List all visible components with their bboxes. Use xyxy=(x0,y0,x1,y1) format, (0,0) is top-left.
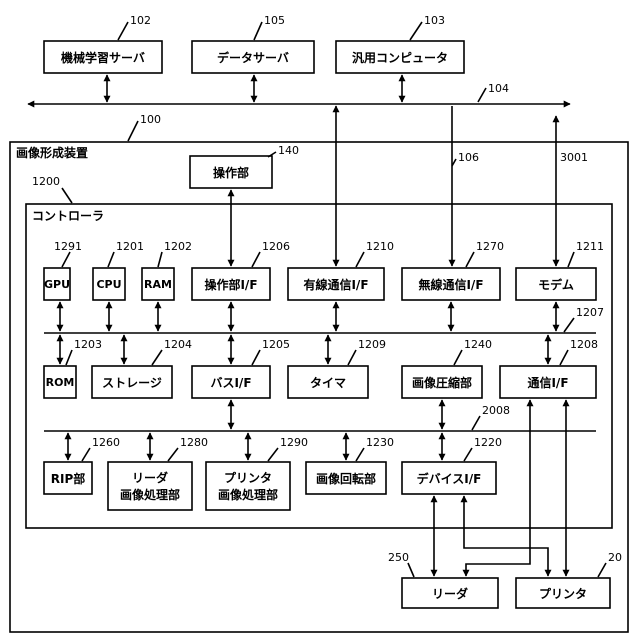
op-if-leader xyxy=(252,252,260,267)
timer-label: タイマ xyxy=(310,376,346,390)
wireless-if-label: 無線通信I/F xyxy=(418,277,483,292)
wired-if-leader xyxy=(356,252,364,267)
device-leader xyxy=(128,121,138,141)
modem-label: モデム xyxy=(538,277,574,292)
gpu-ref: 1291 xyxy=(54,240,82,253)
device-title: 画像形成装置 xyxy=(16,145,88,160)
printer-proc-leader xyxy=(268,448,278,461)
printer-label: プリンタ xyxy=(539,586,587,601)
wired-if-label: 有線通信I/F xyxy=(303,277,368,292)
reader-leader xyxy=(408,563,414,577)
rotate-leader xyxy=(356,448,364,461)
reader-proc-ref: 1280 xyxy=(180,436,208,449)
bus-if-leader xyxy=(252,350,260,365)
reader-proc-leader xyxy=(168,448,178,461)
general-computer-leader xyxy=(410,22,422,40)
data-server-label: データサーバ xyxy=(217,50,289,65)
ml-server-label: 機械学習サーバ xyxy=(61,50,145,65)
device-if-leader xyxy=(464,448,472,461)
comm-if-label: 通信I/F xyxy=(527,375,568,390)
ml-server-leader xyxy=(118,22,128,40)
cpu-leader xyxy=(108,252,114,267)
ram-ref: 1202 xyxy=(164,240,192,253)
modem-line-ref: 3001 xyxy=(560,151,588,164)
modem-ref: 1211 xyxy=(576,240,604,253)
comm-if-ref: 1208 xyxy=(570,338,598,351)
op-if-label: 操作部I/F xyxy=(204,277,257,292)
timer-leader xyxy=(348,350,356,365)
wired-if-ref: 1210 xyxy=(366,240,394,253)
image-bus-leader xyxy=(472,416,480,430)
reader-ref: 250 xyxy=(388,551,409,564)
reader-label: リーダ xyxy=(432,586,468,601)
network-ref: 104 xyxy=(488,82,509,95)
ram-leader xyxy=(158,252,162,267)
rip-ref: 1260 xyxy=(92,436,120,449)
rip-label: RIP部 xyxy=(51,471,86,486)
bus-if-label: バスI/F xyxy=(210,376,251,390)
rotate-ref: 1230 xyxy=(366,436,394,449)
system-bus-leader xyxy=(564,318,574,332)
printer-ref: 20 xyxy=(608,551,622,564)
general-computer-label: 汎用コンピュータ xyxy=(352,50,448,65)
network-leader xyxy=(478,88,486,102)
device-ref: 100 xyxy=(140,113,161,126)
reader-proc-label1: リーダ xyxy=(132,470,168,485)
rom-label: ROM xyxy=(46,376,75,389)
controller-title: コントローラ xyxy=(32,209,104,223)
controller-ref: 1200 xyxy=(32,175,60,188)
data-server-leader xyxy=(254,22,262,40)
cpu-ref: 1201 xyxy=(116,240,144,253)
image-bus-ref: 2008 xyxy=(482,404,510,417)
rom-ref: 1203 xyxy=(74,338,102,351)
general-computer-ref: 103 xyxy=(424,14,445,27)
system-bus-ref: 1207 xyxy=(576,306,604,319)
gpu-leader xyxy=(62,252,70,267)
printer-proc-label1: プリンタ xyxy=(224,470,272,485)
rip-leader xyxy=(82,448,90,461)
reader-proc-label2: 画像処理部 xyxy=(120,487,180,502)
timer-ref: 1209 xyxy=(358,338,386,351)
wireless-if-leader xyxy=(466,252,474,267)
reader-proc-box[interactable] xyxy=(108,462,192,510)
storage-leader xyxy=(152,350,162,365)
printer-leader xyxy=(598,563,606,577)
printer-proc-ref: 1290 xyxy=(280,436,308,449)
rom-leader xyxy=(66,350,72,365)
modem-leader xyxy=(568,252,574,267)
ml-server-ref: 102 xyxy=(130,14,151,27)
gpu-label: GPU xyxy=(44,278,70,291)
device-if-ref: 1220 xyxy=(474,436,502,449)
compress-label: 画像圧縮部 xyxy=(412,375,472,390)
compress-ref: 1240 xyxy=(464,338,492,351)
wireless-line-ref: 106 xyxy=(458,151,479,164)
operation-unit-ref: 140 xyxy=(278,144,299,157)
data-server-ref: 105 xyxy=(264,14,285,27)
comm-if-leader xyxy=(560,350,568,365)
printer-proc-label2: 画像処理部 xyxy=(218,487,278,502)
cpu-label: CPU xyxy=(96,278,121,291)
operation-unit-label: 操作部 xyxy=(213,165,249,180)
rotate-label: 画像回転部 xyxy=(316,471,376,486)
bus-if-ref: 1205 xyxy=(262,338,290,351)
ram-label: RAM xyxy=(144,278,172,291)
compress-leader xyxy=(454,350,462,365)
storage-label: ストレージ xyxy=(102,376,162,390)
wireless-if-ref: 1270 xyxy=(476,240,504,253)
printer-proc-box[interactable] xyxy=(206,462,290,510)
controller-leader xyxy=(62,188,72,203)
op-if-ref: 1206 xyxy=(262,240,290,253)
device-if-label: デバイスI/F xyxy=(417,471,482,486)
storage-ref: 1204 xyxy=(164,338,192,351)
